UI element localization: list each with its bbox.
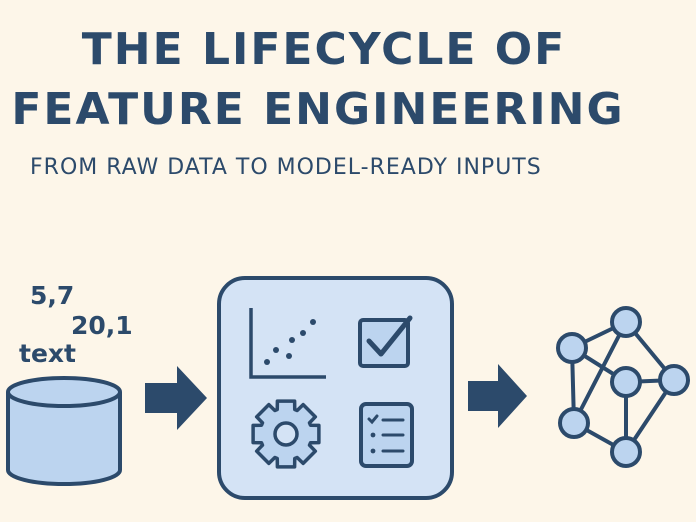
processing-panel — [217, 276, 454, 500]
title-line-2: FEATURE ENGINEERING — [11, 84, 625, 135]
scatter-plot-icon — [249, 308, 326, 379]
neural-network-icon — [556, 306, 690, 468]
raw-data-label-2: 20,1 — [71, 311, 133, 340]
raw-data-label-1: 5,7 — [30, 281, 75, 310]
checkbox-check-icon — [358, 315, 413, 368]
gear-icon — [251, 399, 321, 469]
title-line-1: THE LIFECYCLE OF — [81, 24, 567, 75]
checklist-icon — [359, 402, 414, 468]
subtitle: FROM RAW DATA TO MODEL-READY INPUTS — [30, 155, 542, 180]
right-arrow-icon — [468, 364, 527, 428]
raw-data-label-3: text — [19, 339, 76, 368]
database-icon — [6, 376, 122, 486]
right-arrow-icon — [145, 366, 207, 430]
